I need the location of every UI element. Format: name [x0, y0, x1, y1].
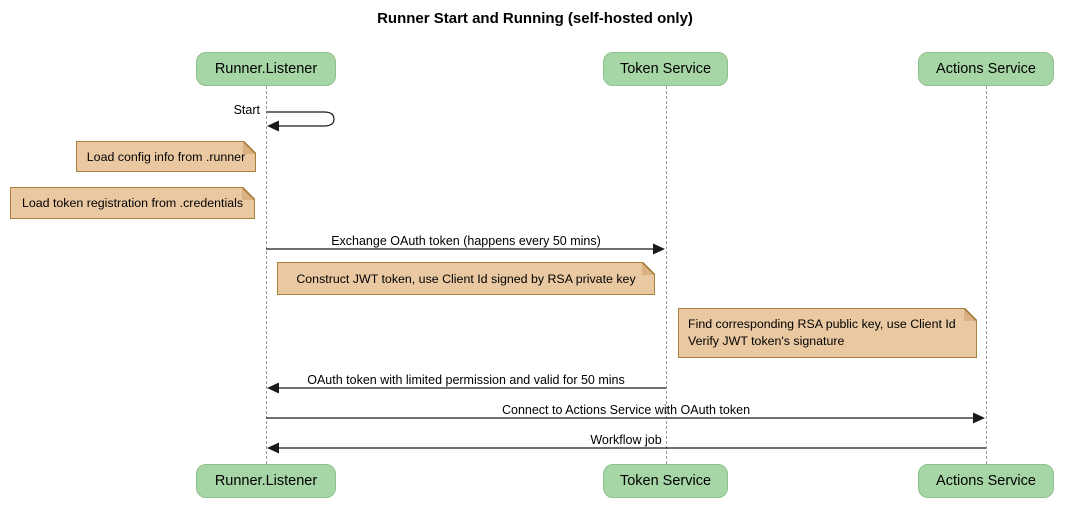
actor-top-actions-service: Actions Service	[918, 52, 1054, 86]
lifeline-actions-service	[985, 86, 987, 464]
note-load-token-registration: Load token registration from .credential…	[10, 187, 255, 219]
note-fold-icon	[642, 262, 655, 275]
arrowhead-connect	[973, 412, 985, 424]
note-construct-jwt-text: Construct JWT token, use Client Id signe…	[296, 271, 636, 286]
message-label-connect: Connect to Actions Service with OAuth to…	[501, 403, 751, 417]
actor-bottom-token-service: Token Service	[603, 464, 728, 498]
note-construct-jwt: Construct JWT token, use Client Id signe…	[277, 262, 655, 295]
message-label-workflow-job: Workflow job	[590, 433, 662, 447]
arrowhead-workflow-job	[267, 442, 279, 454]
actor-bottom-runner-listener: Runner.Listener	[196, 464, 336, 498]
note-load-config-text: Load config info from .runner	[86, 149, 246, 164]
diagram-title: Runner Start and Running (self-hosted on…	[377, 10, 693, 27]
note-fold-icon	[243, 141, 256, 154]
note-load-config: Load config info from .runner	[76, 141, 256, 172]
note-load-token-registration-text: Load token registration from .credential…	[21, 196, 244, 210]
actor-top-runner-listener: Runner.Listener	[196, 52, 336, 86]
message-line-start-self-loop	[266, 111, 335, 127]
message-label-exchange-oauth: Exchange OAuth token (happens every 50 m…	[331, 234, 601, 248]
message-label-oauth-reply: OAuth token with limited permission and …	[307, 373, 625, 387]
lifeline-token-service	[665, 86, 667, 464]
arrowhead-start	[267, 120, 279, 132]
note-verify-jwt-line2: Verify JWT token's signature	[688, 334, 845, 348]
lifeline-runner-listener	[265, 86, 267, 464]
message-label-start: Start	[233, 103, 260, 117]
note-verify-jwt: Find corresponding RSA public key, use C…	[678, 308, 977, 358]
note-fold-icon	[964, 308, 977, 321]
actor-bottom-actions-service: Actions Service	[918, 464, 1054, 498]
actor-top-token-service: Token Service	[603, 52, 728, 86]
note-fold-icon	[242, 187, 255, 200]
note-verify-jwt-line1: Find corresponding RSA public key, use C…	[688, 317, 956, 331]
